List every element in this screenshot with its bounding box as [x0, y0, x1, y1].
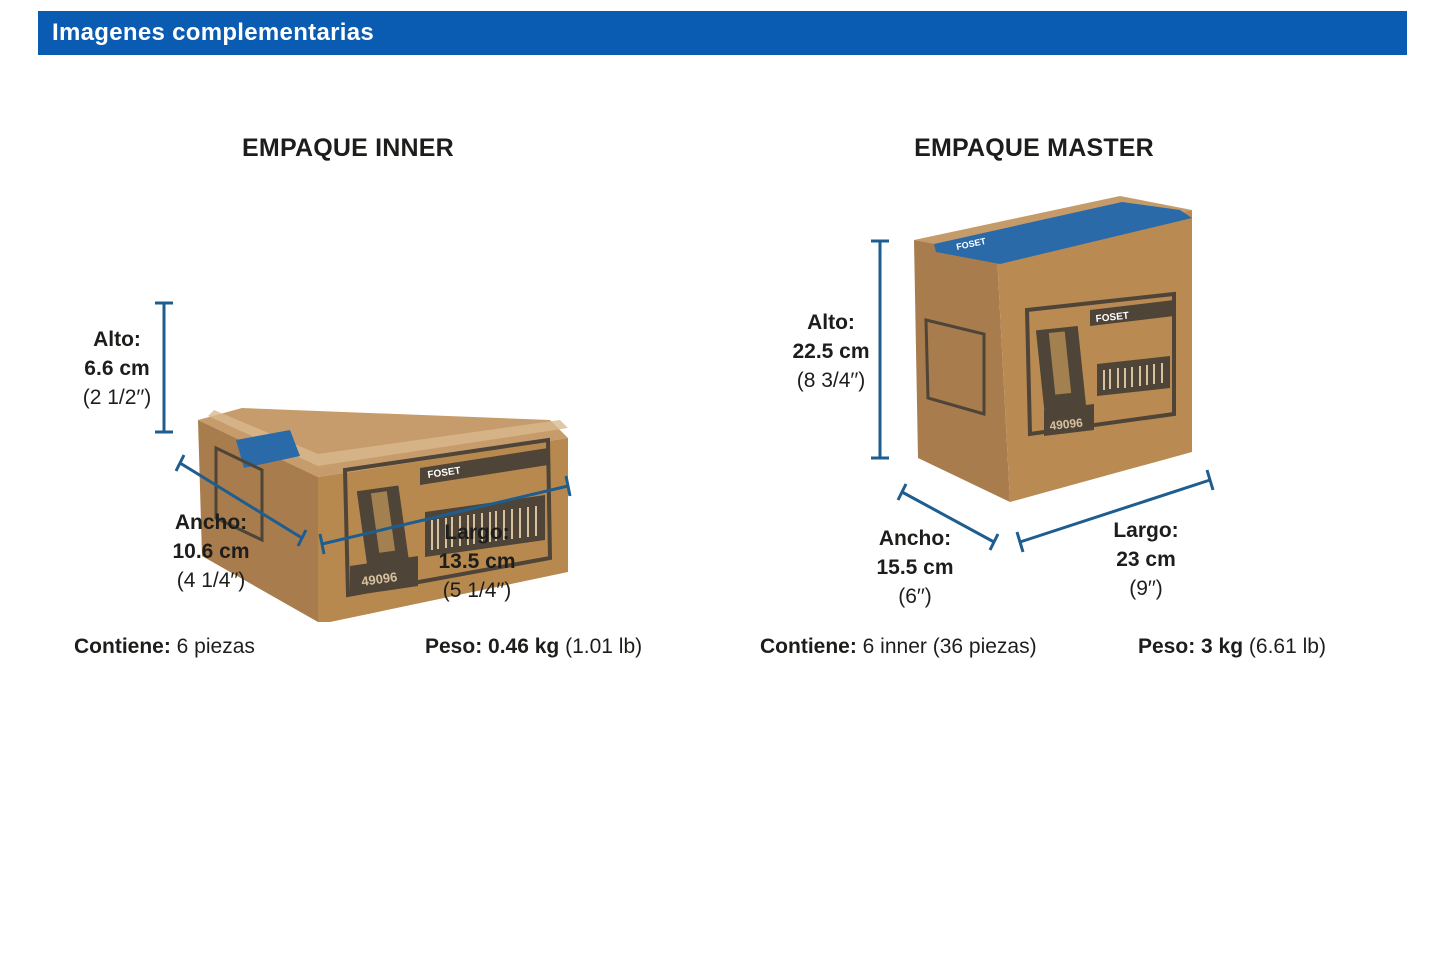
inner-box-front-label — [342, 437, 553, 598]
master-box-brand: FOSET — [1095, 311, 1129, 325]
master-box-front-label — [1024, 291, 1176, 437]
inner-box-side-label — [214, 445, 264, 543]
master-height-dimension — [871, 239, 889, 460]
master-box-side-label — [924, 318, 986, 416]
inner-box-brand: FOSET — [427, 465, 462, 481]
inner-length-dimension — [318, 475, 572, 555]
master-width-dimension — [896, 483, 1000, 551]
master-length-label: Largo: 23 cm (9′′) — [1113, 519, 1179, 600]
master-box-left — [914, 240, 1010, 502]
inner-width-dimension — [174, 454, 308, 547]
master-package-panel: EMPAQUE MASTER FOSET FOSET 49096 — [722, 120, 1444, 680]
master-box-codigo: 49096 — [1049, 416, 1084, 433]
inner-seal-sticker — [236, 430, 300, 468]
inner-length-label: Largo: 13.5 cm (5 1/4′′) — [438, 521, 516, 602]
master-weight: Peso: 3 kg (6.61 lb) — [1138, 635, 1326, 658]
master-width-label: Ancho: 15.5 cm (6′′) — [876, 527, 954, 608]
master-height-label: Alto: 22.5 cm (8 3/4′′) — [792, 311, 870, 392]
inner-box-codigo: 49096 — [360, 569, 398, 589]
section-header: Imagenes complementarias — [38, 11, 1407, 55]
master-contents: Contiene: 6 inner (36 piezas) — [760, 635, 1037, 658]
inner-weight: Peso: 0.46 kg (1.01 lb) — [425, 635, 643, 658]
master-length-dimension — [1015, 469, 1215, 553]
inner-contents: Contiene: 6 piezas — [74, 635, 255, 658]
inner-box-top — [198, 408, 568, 477]
master-box-tape — [934, 202, 1192, 264]
inner-height-label: Alto: 6.6 cm (2 1/2′′) — [82, 328, 152, 409]
inner-title: EMPAQUE INNER — [242, 134, 454, 162]
master-title: EMPAQUE MASTER — [914, 134, 1154, 162]
inner-width-label: Ancho: 10.6 cm (4 1/4′′) — [172, 511, 250, 592]
inner-height-dimension — [155, 301, 173, 434]
master-illustration: FOSET FOSET 49096 — [871, 196, 1215, 553]
inner-illustration: FOSET 49096 — [155, 301, 572, 622]
inner-package-panel: EMPAQUE INNER FOSET — [0, 120, 722, 680]
inner-box-left — [198, 420, 318, 622]
header-title: Imagenes complementarias — [52, 19, 375, 46]
